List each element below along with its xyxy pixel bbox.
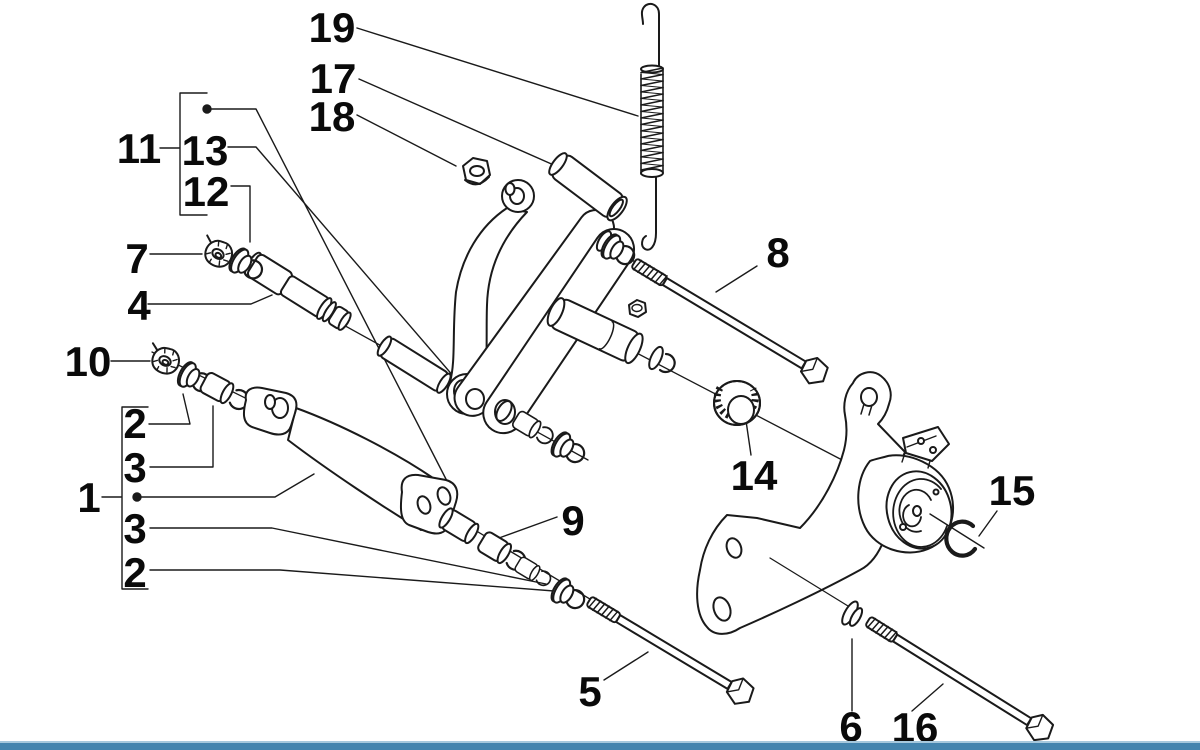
pivot-washer: [495, 400, 513, 422]
callout-6: 6: [839, 703, 862, 750]
callout-10: 10: [65, 338, 112, 385]
pivot-rod-4: [244, 251, 452, 394]
bolt-8: [631, 258, 829, 385]
leader-3-lower: [149, 527, 547, 585]
swingarm-front-boss: [242, 386, 298, 436]
leader-13: [227, 146, 499, 429]
middle-pivot-tube: [546, 297, 644, 365]
leader-8: [715, 265, 758, 293]
bolt-16-axis: [769, 557, 849, 607]
damper-drum: [857, 454, 954, 554]
callout-9: 9: [561, 497, 584, 544]
snap-washer: [648, 345, 676, 374]
leader-2-upper: [148, 393, 191, 425]
arm-top-bush: [504, 182, 516, 196]
spacer-tube-17: [548, 152, 628, 222]
leader-15: [978, 510, 998, 537]
footer-bar: [0, 743, 1200, 750]
callout-17: 17: [310, 55, 357, 102]
stand-spring-19: [640, 2, 664, 251]
bolt-16: [865, 616, 1055, 742]
knurled-bush-14: [713, 380, 761, 426]
callout-3-lower: 3: [123, 505, 146, 552]
leader-3-upper: [149, 405, 214, 468]
leader-12: [230, 185, 251, 243]
middle-hex-nut: [628, 299, 647, 318]
bracket-tab: [901, 426, 950, 469]
callout-11: 11: [117, 125, 161, 172]
hex-nut-18: [462, 157, 491, 186]
mounting-bracket: [696, 371, 906, 635]
callout-7: 7: [125, 235, 148, 282]
leader-18: [356, 114, 457, 167]
callout-13: 13: [182, 127, 229, 174]
leader-4: [147, 294, 273, 305]
group-dot-1: [132, 492, 142, 502]
spacer-9: [438, 507, 480, 545]
callout-15: 15: [989, 467, 1036, 514]
callout-12: 12: [183, 168, 230, 215]
callout-2-upper: 2: [123, 400, 146, 447]
leader-2-lower: [149, 569, 568, 593]
callout-8: 8: [766, 229, 789, 276]
callout-19: 19: [309, 4, 356, 51]
footer-bar-highlight: [0, 741, 1200, 743]
callout-18: 18: [309, 93, 356, 140]
callout-3-upper: 3: [123, 444, 146, 491]
bolt-5: [586, 596, 755, 705]
leader-lines: [101, 27, 944, 712]
leader-19: [356, 27, 639, 117]
leader-17: [358, 78, 557, 167]
callout-1: 1: [77, 474, 100, 521]
washer-6: [841, 600, 864, 627]
callout-5: 5: [578, 668, 601, 715]
leader-5: [603, 651, 649, 681]
group-bracket-11: [159, 92, 208, 216]
leader-1: [140, 473, 315, 498]
group-dot-11: [202, 104, 212, 114]
circlip-15: [944, 519, 978, 558]
leader-9: [498, 516, 558, 539]
callout-4: 4: [127, 282, 151, 329]
callout-2-lower: 2: [123, 549, 146, 596]
leader-16: [911, 683, 944, 712]
callout-14: 14: [731, 452, 778, 499]
group-bracket-1: [101, 406, 149, 590]
circlip-axis: [929, 513, 985, 549]
